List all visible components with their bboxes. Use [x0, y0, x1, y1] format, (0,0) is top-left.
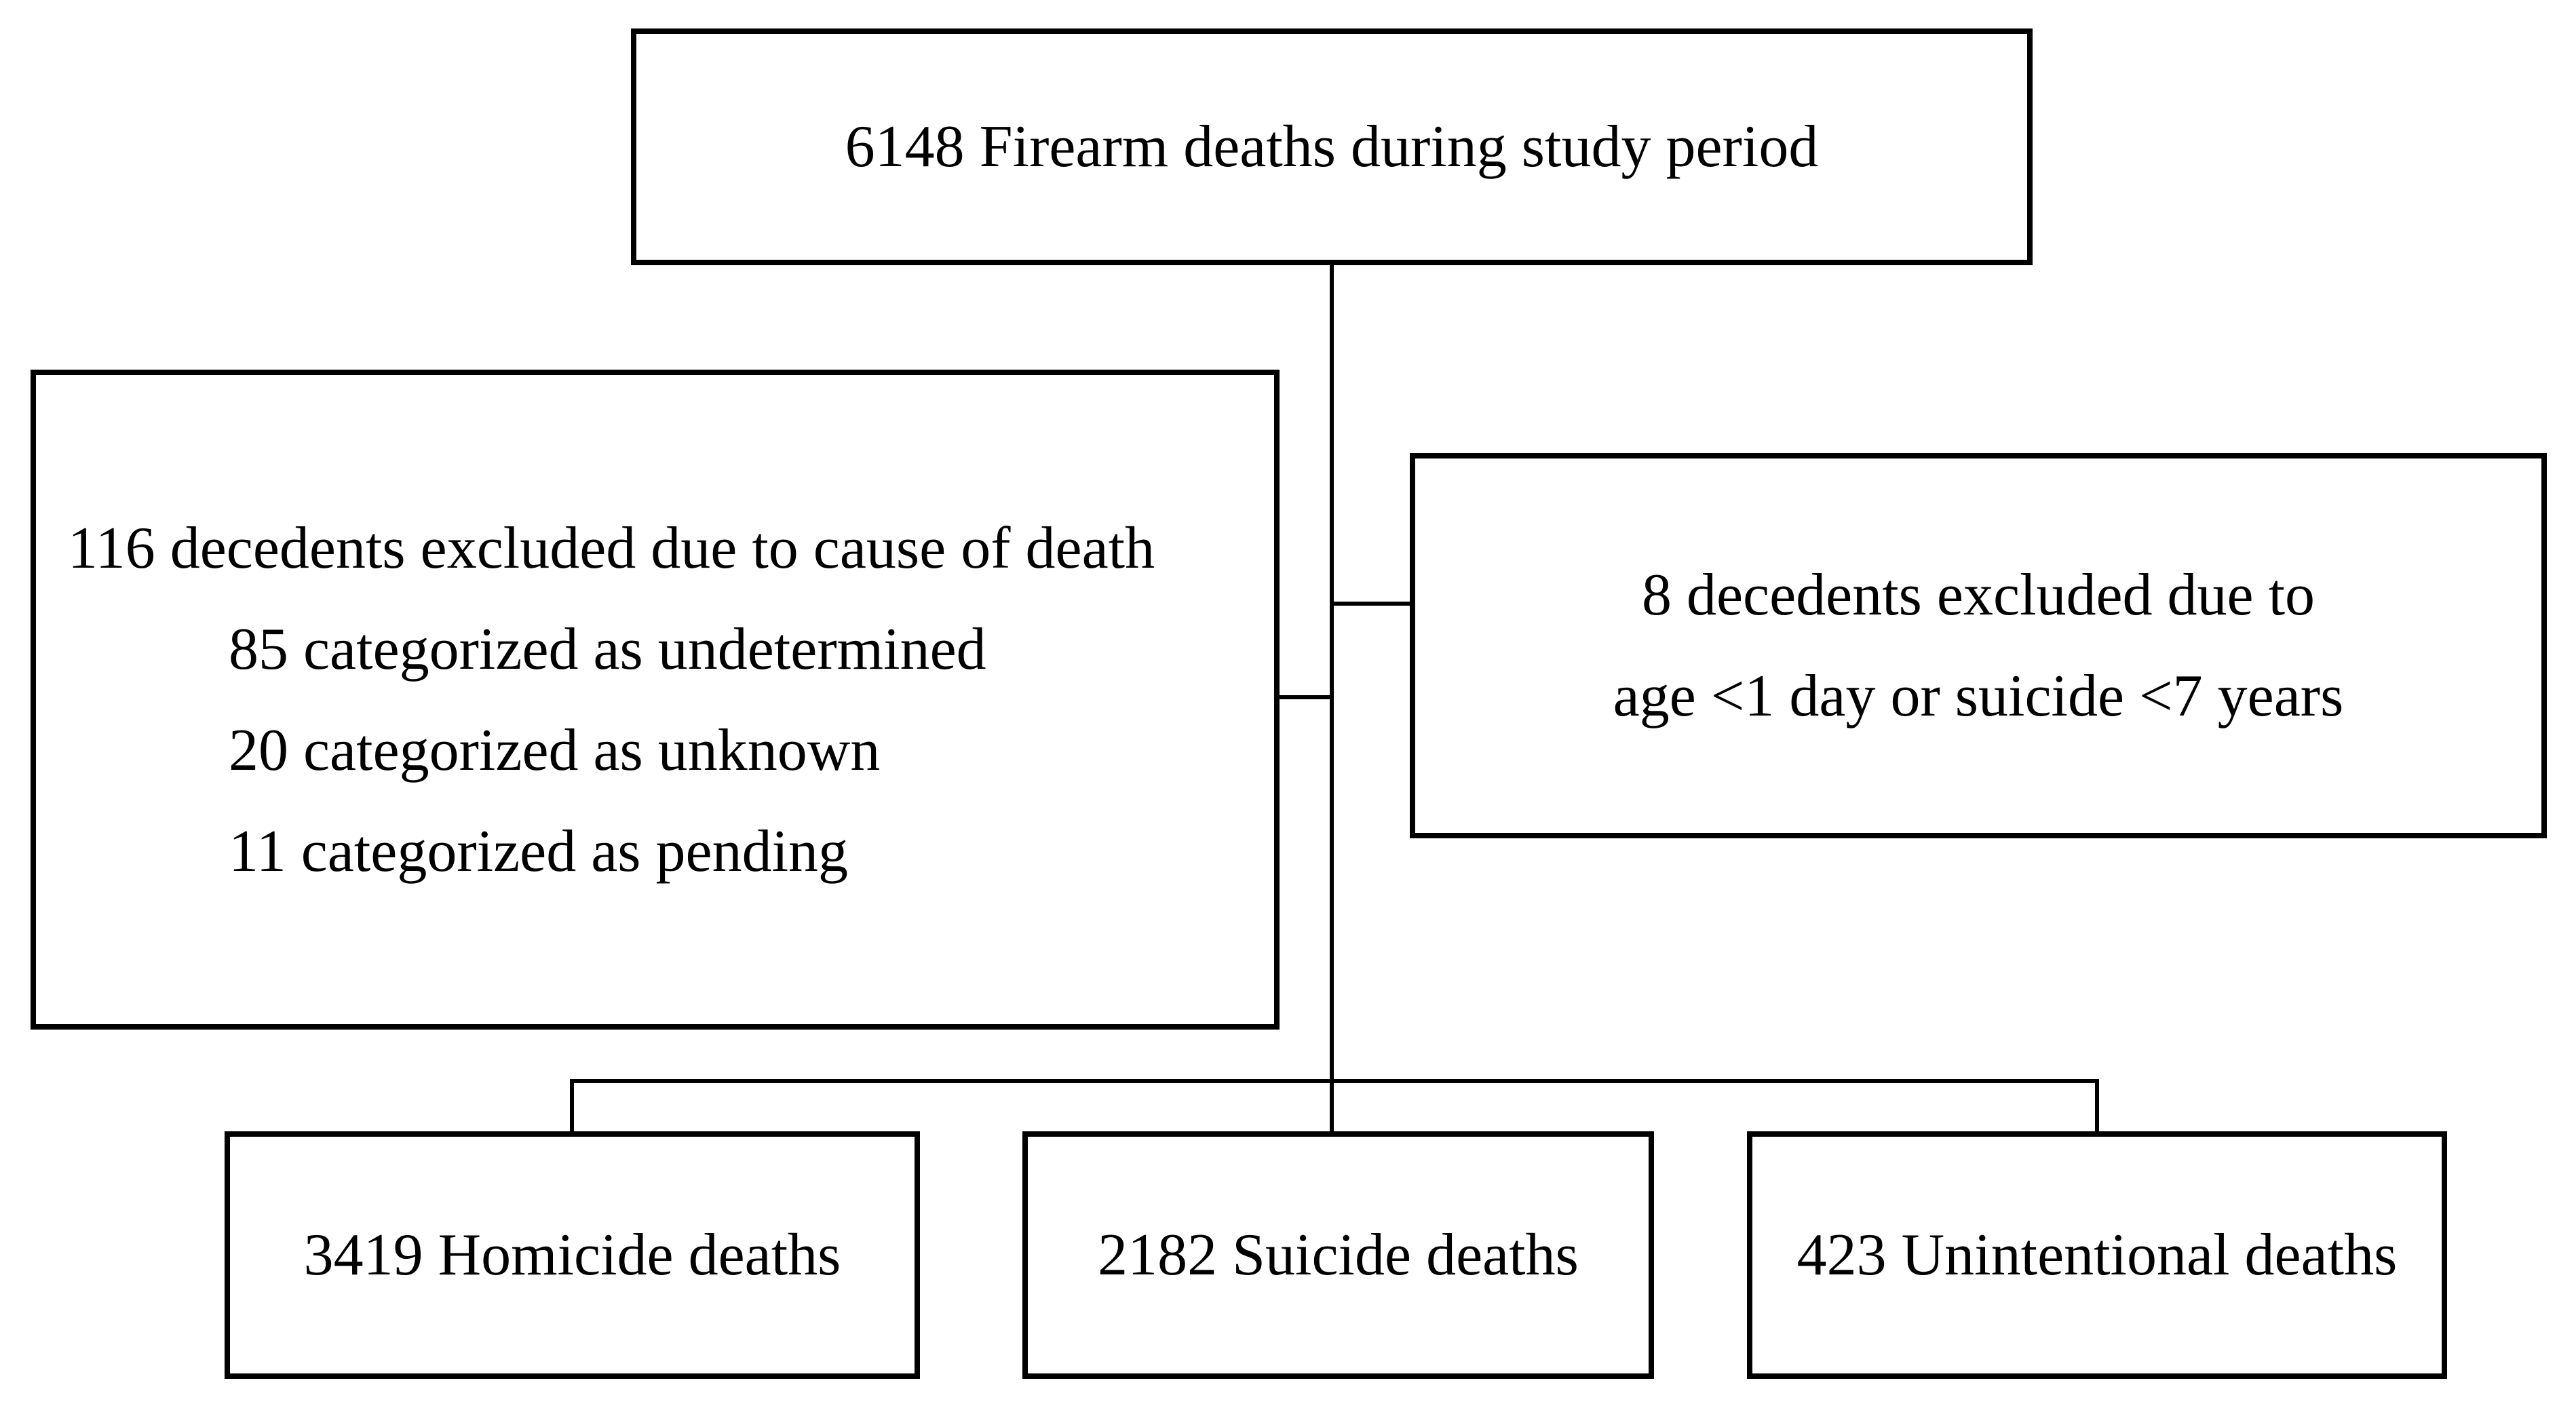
node-total-firearm-deaths: 6148 Firearm deaths during study period — [631, 28, 2033, 265]
node-total-label: 6148 Firearm deaths during study period — [845, 114, 1819, 180]
node-excluded-age-line2: age <1 day or suicide <7 years — [1613, 663, 2344, 729]
node-unintentional-label: 423 Unintentional deaths — [1796, 1222, 2398, 1288]
node-excluded-cause-item-pending: 11 categorized as pending — [229, 818, 849, 884]
node-excluded-cause-title: 116 decedents excluded due to cause of d… — [68, 515, 1155, 581]
node-excluded-age-suicide: 8 decedents excluded due to age <1 day o… — [1410, 453, 2547, 838]
node-excluded-cause-of-death: 116 decedents excluded due to cause of d… — [31, 370, 1280, 1030]
node-excluded-cause-item-unknown: 20 categorized as unknown — [229, 717, 881, 783]
connector-right-exclusion-horizontal — [1331, 602, 1411, 606]
node-homicide-label: 3419 Homicide deaths — [303, 1222, 841, 1288]
connector-bottom-left-stub — [570, 1079, 574, 1133]
node-suicide-deaths: 2182 Suicide deaths — [1022, 1131, 1654, 1379]
node-excluded-cause-item-undetermined: 85 categorized as undetermined — [229, 616, 986, 682]
node-unintentional-deaths: 423 Unintentional deaths — [1747, 1131, 2447, 1379]
connector-bottom-distribution-horizontal — [570, 1079, 2099, 1083]
connector-left-exclusion-horizontal — [1278, 695, 1332, 699]
node-excluded-age-line1: 8 decedents excluded due to — [1641, 562, 2315, 628]
connector-bottom-right-stub — [2095, 1079, 2099, 1133]
node-suicide-label: 2182 Suicide deaths — [1098, 1222, 1579, 1288]
node-homicide-deaths: 3419 Homicide deaths — [225, 1131, 920, 1379]
